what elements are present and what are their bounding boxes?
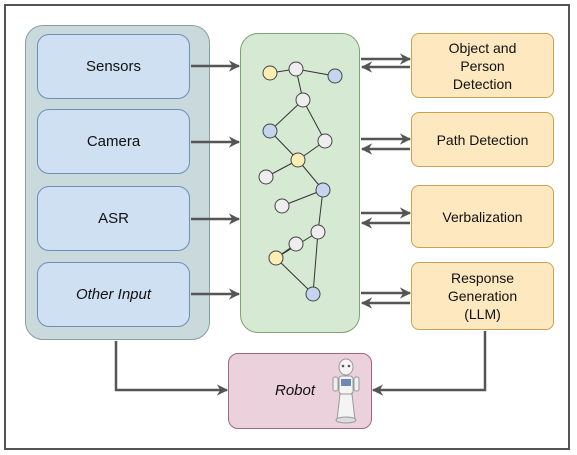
graph-node bbox=[310, 224, 326, 240]
verbalization-box: Verbalization bbox=[411, 185, 554, 248]
graph-node bbox=[288, 61, 304, 77]
arrow-response-generation-to-robot bbox=[371, 331, 487, 396]
graph-edge bbox=[269, 99, 304, 132]
graph-network-nodes bbox=[258, 61, 343, 302]
asr-box: ASR bbox=[37, 186, 190, 251]
graph-node bbox=[258, 169, 274, 185]
graph-edge bbox=[275, 257, 314, 295]
graph-edge bbox=[302, 99, 326, 142]
graph-node bbox=[274, 198, 290, 214]
graph-node bbox=[288, 236, 304, 252]
sensors-box: Sensors bbox=[37, 34, 190, 99]
graph-container bbox=[240, 33, 360, 333]
graph-node bbox=[317, 133, 333, 149]
object-person-detection-box: Object and Person Detection bbox=[411, 33, 554, 98]
path-detection-box: Path Detection bbox=[411, 112, 554, 167]
humanoid-robot-icon bbox=[332, 358, 360, 424]
graph-edge bbox=[312, 231, 319, 295]
graph-node bbox=[290, 152, 306, 168]
robot-box: Robot bbox=[228, 353, 372, 429]
graph-node bbox=[305, 286, 321, 302]
graph-node bbox=[315, 182, 331, 198]
other-input-box: Other Input bbox=[37, 262, 190, 327]
graph-node bbox=[262, 65, 278, 81]
graph-node bbox=[268, 250, 284, 266]
camera-box: Camera bbox=[37, 109, 190, 174]
graph-node bbox=[327, 68, 343, 84]
response-generation-box: Response Generation (LLM) bbox=[411, 262, 554, 330]
arrow-inputs-to-robot bbox=[114, 341, 229, 396]
graph-node bbox=[262, 123, 278, 139]
robot-label: Robot bbox=[275, 382, 316, 399]
graph-node bbox=[295, 92, 311, 108]
diagram-frame bbox=[4, 4, 570, 450]
